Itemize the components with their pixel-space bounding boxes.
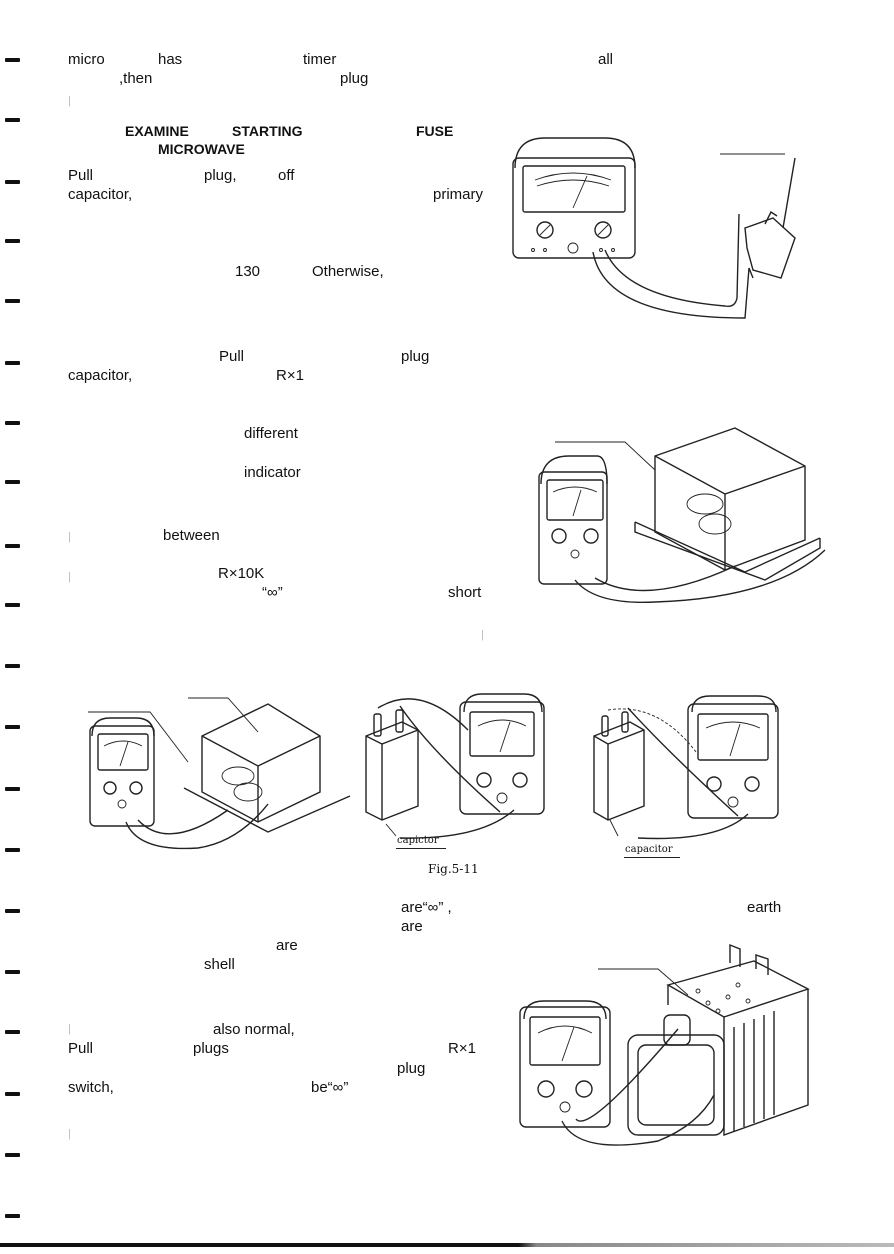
transformer-test-diagram bbox=[538, 427, 826, 604]
text-word: earth bbox=[747, 899, 782, 916]
multimeter-fuse-diagram bbox=[512, 137, 796, 319]
margin-mark bbox=[5, 239, 20, 243]
text-word: Otherwise, bbox=[312, 263, 384, 280]
magnetron-test-diagram bbox=[519, 943, 810, 1146]
figure-caption: capacitor bbox=[625, 844, 673, 855]
margin-mark bbox=[5, 361, 20, 365]
text-word: shell bbox=[204, 956, 235, 973]
margin-mark bbox=[5, 1092, 20, 1096]
margin-mark bbox=[5, 603, 20, 607]
caption-underline bbox=[396, 848, 446, 849]
margin-mark bbox=[5, 58, 20, 62]
margin-mark bbox=[5, 421, 20, 425]
text-word: plugs bbox=[193, 1040, 229, 1057]
margin-mark bbox=[5, 118, 20, 122]
text-word: primary bbox=[433, 186, 484, 203]
text-word: are bbox=[401, 918, 423, 935]
margin-mark bbox=[5, 725, 20, 729]
heading-word: MICROWAVE bbox=[158, 141, 245, 157]
text-word: are“∞” , bbox=[401, 899, 452, 916]
text-word: plug bbox=[397, 1060, 426, 1077]
transformer-icon bbox=[634, 427, 821, 581]
text-word: plug bbox=[340, 70, 369, 87]
text-word: indicator bbox=[244, 464, 301, 481]
heading-word: FUSE bbox=[416, 123, 454, 139]
caption-underline bbox=[624, 857, 680, 858]
margin-mark bbox=[5, 909, 20, 913]
text-word: between bbox=[163, 527, 220, 544]
text-word: plug, bbox=[204, 167, 237, 184]
text-word: R×1 bbox=[448, 1040, 476, 1057]
text-word: Pull bbox=[68, 167, 94, 184]
text-word: ,then bbox=[119, 70, 153, 87]
text-word: Pull bbox=[219, 348, 245, 365]
scan-speck: | bbox=[68, 531, 71, 543]
heading-word: EXAMINE bbox=[125, 123, 189, 139]
text-word: be“∞” bbox=[311, 1079, 349, 1096]
transformer-test-diagram-left bbox=[88, 697, 351, 850]
heading-word: STARTING bbox=[232, 123, 303, 139]
margin-mark bbox=[5, 787, 20, 791]
margin-mark bbox=[5, 848, 20, 852]
scan-speck: | bbox=[68, 95, 71, 107]
text-word: 130 bbox=[235, 263, 261, 280]
text-word: R×10K bbox=[218, 565, 265, 582]
magnetron-icon bbox=[627, 943, 810, 1136]
figure-caption: capictor bbox=[397, 835, 439, 846]
text-word: R×1 bbox=[276, 367, 304, 384]
capacitor-icon bbox=[365, 709, 419, 821]
capacitor-icon bbox=[593, 711, 645, 821]
figure-number: Fig.5-11 bbox=[428, 862, 479, 876]
margin-mark bbox=[5, 544, 20, 548]
multimeter-icon bbox=[459, 693, 545, 815]
text-word: are bbox=[276, 937, 298, 954]
margin-mark bbox=[5, 664, 20, 668]
margin-mark bbox=[5, 299, 20, 303]
page-bottom-rule bbox=[0, 1243, 894, 1247]
text-word: different bbox=[244, 425, 298, 442]
margin-mark bbox=[5, 1153, 20, 1157]
text-word: timer bbox=[303, 51, 337, 68]
text-word: short bbox=[448, 584, 482, 601]
text-word: also normal, bbox=[213, 1021, 295, 1038]
text-word: switch, bbox=[68, 1079, 114, 1096]
margin-mark bbox=[5, 180, 20, 184]
scan-speck: | bbox=[68, 1023, 71, 1035]
multimeter-icon bbox=[687, 695, 779, 819]
text-word: has bbox=[158, 51, 183, 68]
scan-speck: | bbox=[481, 629, 484, 641]
text-word: all bbox=[598, 51, 614, 68]
multimeter-icon bbox=[512, 137, 636, 259]
multimeter-icon bbox=[538, 455, 608, 585]
multimeter-icon bbox=[89, 717, 155, 827]
capacitor-test-diagram-middle bbox=[365, 693, 545, 839]
text-word: off bbox=[278, 167, 295, 184]
scan-speck: | bbox=[68, 1128, 71, 1140]
multimeter-icon bbox=[519, 1000, 611, 1128]
text-word: micro bbox=[68, 51, 105, 68]
capacitor-test-diagram-right bbox=[593, 695, 779, 840]
text-word: capacitor, bbox=[68, 367, 133, 384]
scan-speck: | bbox=[68, 571, 71, 583]
text-word: capacitor, bbox=[68, 186, 133, 203]
text-word: “∞” bbox=[262, 584, 283, 601]
text-word: Pull bbox=[68, 1040, 94, 1057]
margin-mark bbox=[5, 480, 20, 484]
margin-mark bbox=[5, 970, 20, 974]
margin-mark bbox=[5, 1030, 20, 1034]
text-word: plug bbox=[401, 348, 430, 365]
margin-mark bbox=[5, 1214, 20, 1218]
transformer-icon bbox=[183, 703, 351, 833]
